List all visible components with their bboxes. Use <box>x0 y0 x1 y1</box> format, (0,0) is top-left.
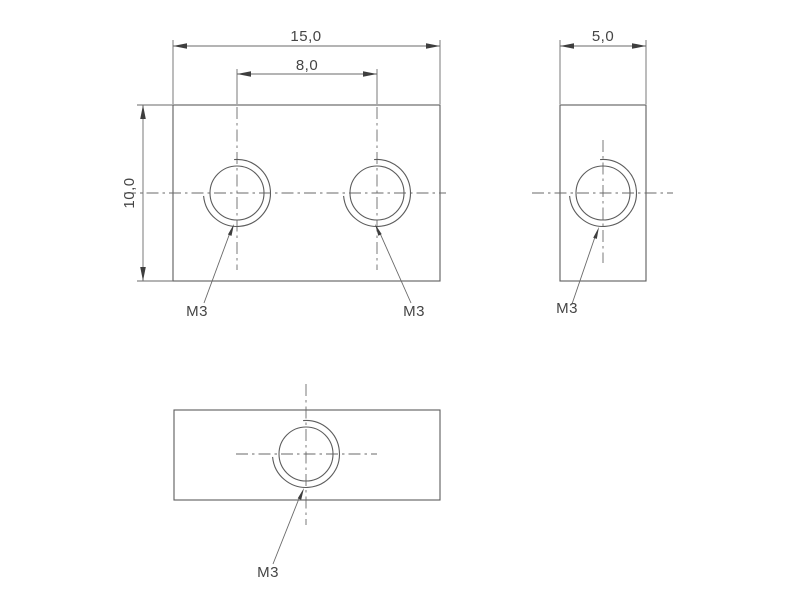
side-hole-minor-circle <box>575 165 631 221</box>
leader-arrow <box>375 224 382 236</box>
front-hole-spacing-dimension: 8,0 <box>236 57 378 104</box>
front-left-hole-thread-arc <box>203 158 271 227</box>
front-hole-spacing-dimension-text: 8,0 <box>296 57 318 74</box>
front-right-hole-thread-arc <box>343 158 411 227</box>
dimension-arrow-left <box>237 71 251 77</box>
front-right-thread-callout: M3 <box>375 224 425 320</box>
side-view: 5,0 M3 <box>532 28 673 317</box>
dimension-arrow-bottom <box>140 267 146 281</box>
top-hole-thread-arc <box>272 419 340 488</box>
dimension-arrow-right <box>363 71 377 77</box>
side-width-dimension-text: 5,0 <box>592 28 614 45</box>
front-left-thread-callout: M3 <box>186 224 234 320</box>
leader-line <box>378 230 412 304</box>
front-right-thread-label: M3 <box>403 303 425 320</box>
top-view-outline <box>173 409 441 501</box>
dimension-arrow-left <box>173 43 187 49</box>
front-width-dimension: 15,0 <box>172 28 441 104</box>
dimension-arrow-top <box>140 105 146 119</box>
dimension-arrow-right <box>632 43 646 49</box>
leader-line <box>203 229 232 304</box>
front-width-dimension-text: 15,0 <box>290 28 321 45</box>
leader-arrow <box>297 488 304 500</box>
leader-arrow <box>227 224 234 236</box>
front-left-thread-label: M3 <box>186 303 208 320</box>
front-height-dimension-text: 10,0 <box>121 177 138 208</box>
front-view: 15,0 8,0 10,0 <box>121 28 446 320</box>
leader-line <box>571 233 597 305</box>
top-thread-callout: M3 <box>257 488 304 581</box>
top-view: M3 <box>173 384 441 581</box>
front-height-dimension: 10,0 <box>121 104 173 282</box>
side-width-dimension: 5,0 <box>559 28 647 104</box>
side-thread-callout: M3 <box>556 227 599 317</box>
front-left-hole-minor-circle <box>209 165 265 221</box>
side-thread-label: M3 <box>556 300 578 317</box>
front-right-hole-minor-circle <box>349 165 405 221</box>
leader-line <box>272 495 301 565</box>
dimension-arrow-right <box>426 43 440 49</box>
dimension-arrow-left <box>560 43 574 49</box>
side-hole-thread-arc <box>569 158 637 227</box>
top-hole-minor-circle <box>278 426 334 482</box>
top-thread-label: M3 <box>257 564 279 581</box>
leader-arrow <box>593 227 599 239</box>
